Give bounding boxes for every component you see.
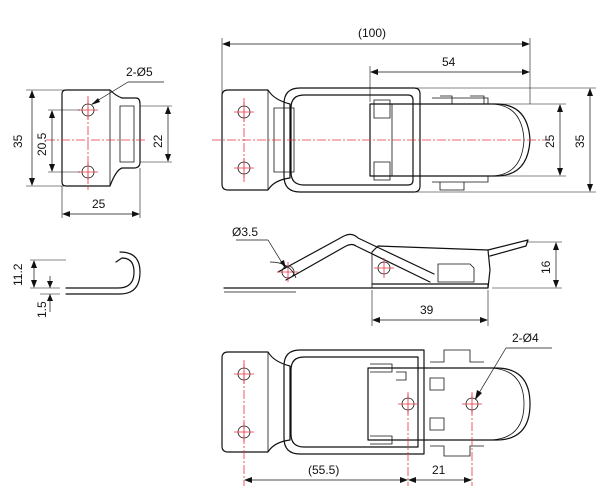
- base-length-label: 39: [420, 303, 434, 317]
- overall-width-label: (100): [358, 26, 386, 40]
- latch-height-label: 25: [543, 134, 557, 148]
- open-holes-label: 2-Ø4: [512, 331, 539, 345]
- pin-dia-label: Ø3.5: [232, 225, 258, 239]
- center-distance-label: (55.5): [308, 463, 339, 477]
- keeper-side-view: 11.2 1.5: [11, 251, 141, 318]
- side-height-label: 16: [539, 260, 553, 274]
- side-pin-hole: [277, 261, 299, 283]
- hole-pitch-label: 21: [432, 463, 446, 477]
- keeper-height-label: 35: [11, 134, 25, 148]
- latch-side-view: Ø3.5 16 39: [223, 225, 562, 326]
- latch-front-view: (100) 54 25 35: [212, 26, 596, 193]
- keeper-thickness-label: 1.5: [35, 301, 49, 318]
- side-pivot-hole: [373, 257, 395, 279]
- keeper-front-view: 2-Ø5 35 20.5 22 25: [11, 65, 172, 218]
- open-holes-leader: [475, 347, 507, 399]
- keeper-hole-spacing-label: 20.5: [35, 132, 49, 156]
- front-height-label: 35: [573, 134, 587, 148]
- keeper-holes-label: 2-Ø5: [126, 65, 153, 79]
- latch-width-label: 54: [442, 55, 456, 69]
- latch-open-view: 2-Ø4 (55.5) 21: [221, 331, 552, 486]
- keeper-inner-height-label: 22: [151, 134, 165, 148]
- keeper-width-label: 25: [92, 197, 106, 211]
- keeper-hook-height-label: 11.2: [11, 263, 25, 286]
